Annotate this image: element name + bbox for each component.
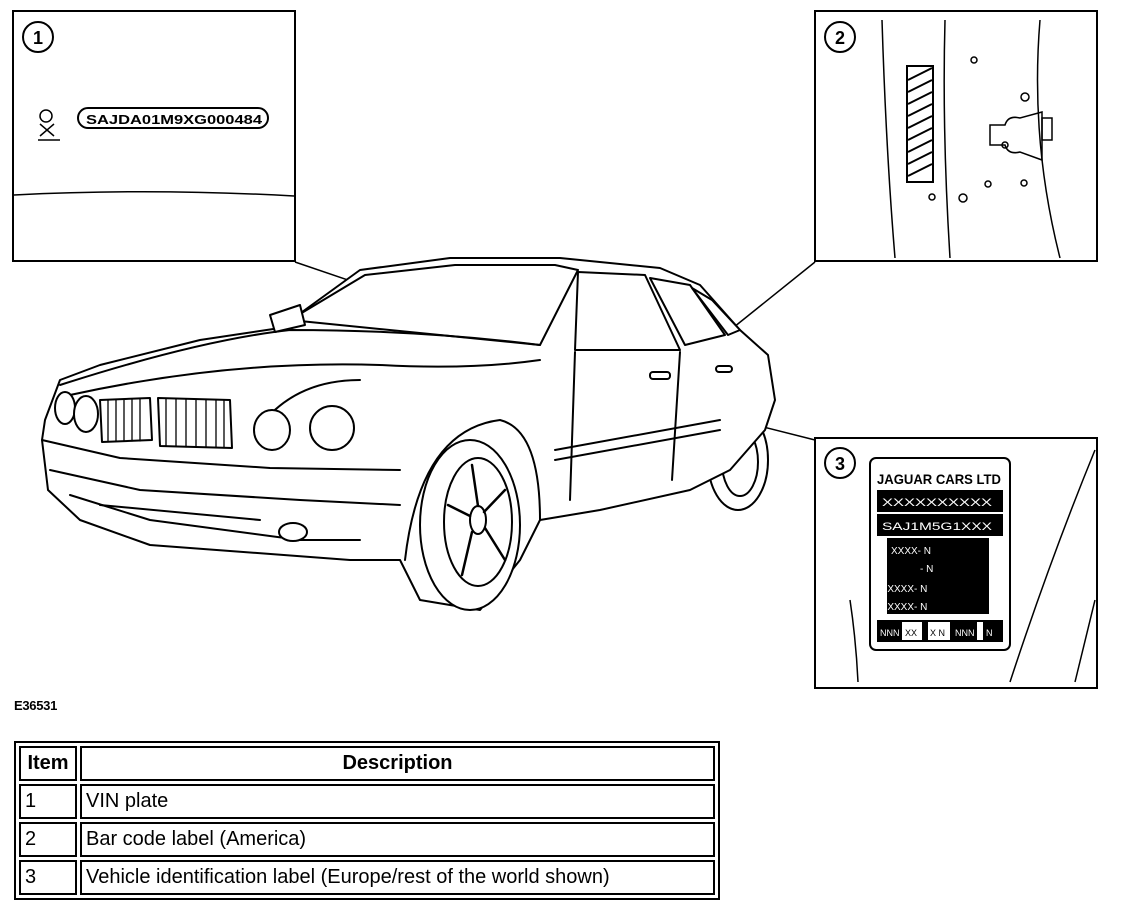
callout-2: 2 <box>824 21 856 53</box>
svg-text:NNN: NNN <box>880 628 900 638</box>
vehicle-identification-figure: SAJDA01M9XG000484 1 <box>12 10 1098 689</box>
svg-text:NNN: NNN <box>955 628 975 638</box>
column-header-description: Description <box>80 746 715 781</box>
table-row: 1 VIN plate <box>19 784 715 819</box>
bar-code-label <box>906 65 934 183</box>
vin-plate-text: SAJDA01M9XG000484 <box>86 112 263 127</box>
callout-3: 3 <box>824 447 856 479</box>
item-cell: 3 <box>19 860 77 895</box>
svg-text:3: 3 <box>835 454 845 474</box>
table-row: 3 Vehicle identification label (Europe/r… <box>19 860 715 895</box>
jaguar-emblem-icon <box>38 109 60 141</box>
svg-text:N: N <box>986 628 993 638</box>
car-illustration <box>41 257 776 611</box>
figure-id: E36531 <box>14 698 58 713</box>
svg-text:2: 2 <box>835 28 845 48</box>
callout-1: 1 <box>22 21 54 53</box>
inset-2-bar-code-label: 2 <box>814 10 1098 262</box>
svg-text:XXXXXXXXXX: XXXXXXXXXX <box>882 497 993 509</box>
vin-plate <box>77 107 269 129</box>
table-row: 2 Bar code label (America) <box>19 822 715 857</box>
inset-1-vin-plate: SAJDA01M9XG000484 1 <box>12 10 296 262</box>
svg-text:2 XXXX- N: 2 XXXX- N <box>879 602 927 613</box>
inset-3-vehicle-identification-label: JAGUAR CARS LTD XXXXXXXXXX SAJ1M5G1XXX X… <box>814 437 1098 689</box>
description-cell: Vehicle identification label (Europe/res… <box>80 860 715 895</box>
svg-text:- N: - N <box>920 564 933 575</box>
id-label-plate: JAGUAR CARS LTD XXXXXXXXXX SAJ1M5G1XXX X… <box>869 457 1011 651</box>
table-header-row: Item Description <box>19 746 715 781</box>
description-cell: VIN plate <box>80 784 715 819</box>
svg-text:SAJ1M5G1XXX: SAJ1M5G1XXX <box>882 521 993 533</box>
id-label-manufacturer: JAGUAR CARS LTD <box>877 471 1001 487</box>
column-header-item: Item <box>19 746 77 781</box>
item-cell: 1 <box>19 784 77 819</box>
svg-text:XXXX- N: XXXX- N <box>891 546 931 557</box>
svg-text:X N: X N <box>930 628 945 638</box>
items-table: Item Description 1 VIN plate 2 Bar code … <box>14 741 720 900</box>
svg-text:1: 1 <box>33 28 43 48</box>
description-cell: Bar code label (America) <box>80 822 715 857</box>
svg-text:XX: XX <box>905 628 917 638</box>
svg-text:1 XXXX- N: 1 XXXX- N <box>879 584 927 595</box>
item-cell: 2 <box>19 822 77 857</box>
